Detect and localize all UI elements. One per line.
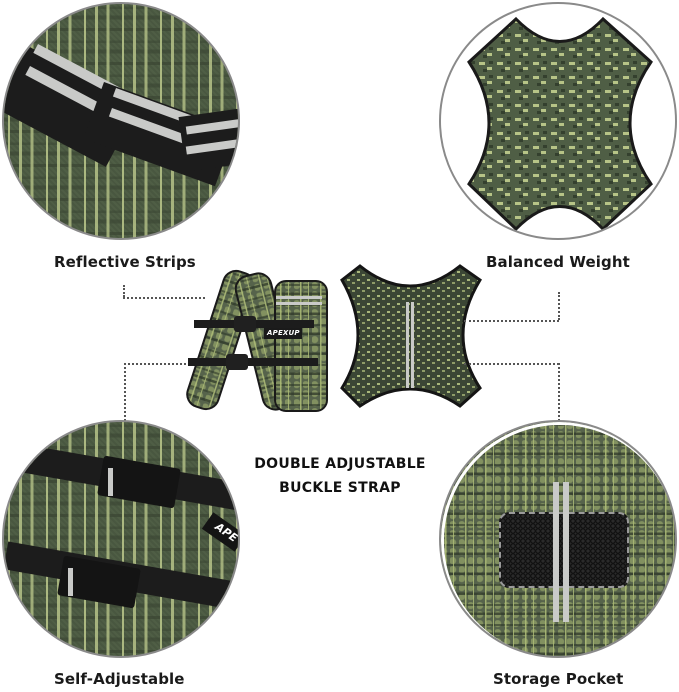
self-adjustable-photo: APE (2, 420, 240, 658)
balanced-weight-photo (439, 2, 677, 240)
feature-label-storage-pocket: Storage Pocket (493, 670, 624, 688)
reflective-strips-photo (2, 2, 240, 240)
vest-back-shape (467, 16, 653, 232)
feature-label-self-adjustable: Self-Adjustable (54, 670, 185, 688)
vest-back-shape (340, 264, 483, 408)
connector-line (558, 292, 560, 320)
connector-line (124, 363, 186, 365)
buckle-icon (226, 354, 248, 370)
brand-tag (264, 328, 302, 339)
center-caption-line-1: DOUBLE ADJUSTABLE (254, 456, 426, 472)
reflective-stripe (108, 468, 113, 496)
reflective-stripe (553, 482, 559, 622)
connector-line (464, 363, 559, 365)
buckle-strap (188, 358, 318, 366)
feature-label-reflective-strips: Reflective Strips (54, 253, 196, 271)
buckle-icon (234, 316, 256, 332)
vest-front-panel (274, 280, 328, 412)
brand-logo: APEXUP (267, 329, 300, 337)
connector-line (464, 320, 559, 322)
connector-line (124, 363, 126, 421)
product-image-side-view: APEXUP (182, 262, 332, 414)
center-caption-line-2: BUCKLE STRAP (279, 480, 401, 496)
connector-line (123, 285, 125, 297)
reflective-stripe (68, 568, 73, 596)
reflective-stripe (276, 296, 322, 299)
feature-label-balanced-weight: Balanced Weight (486, 253, 630, 271)
connector-line (123, 297, 205, 299)
reflective-stripe (276, 302, 322, 305)
product-image-back-view (336, 262, 484, 410)
center-caption: DOUBLE ADJUSTABLE BUCKLE STRAP (240, 452, 440, 500)
reflective-stripe (563, 482, 569, 622)
storage-pocket-photo (439, 420, 677, 658)
connector-line (558, 363, 560, 421)
vest-edge (441, 422, 675, 656)
